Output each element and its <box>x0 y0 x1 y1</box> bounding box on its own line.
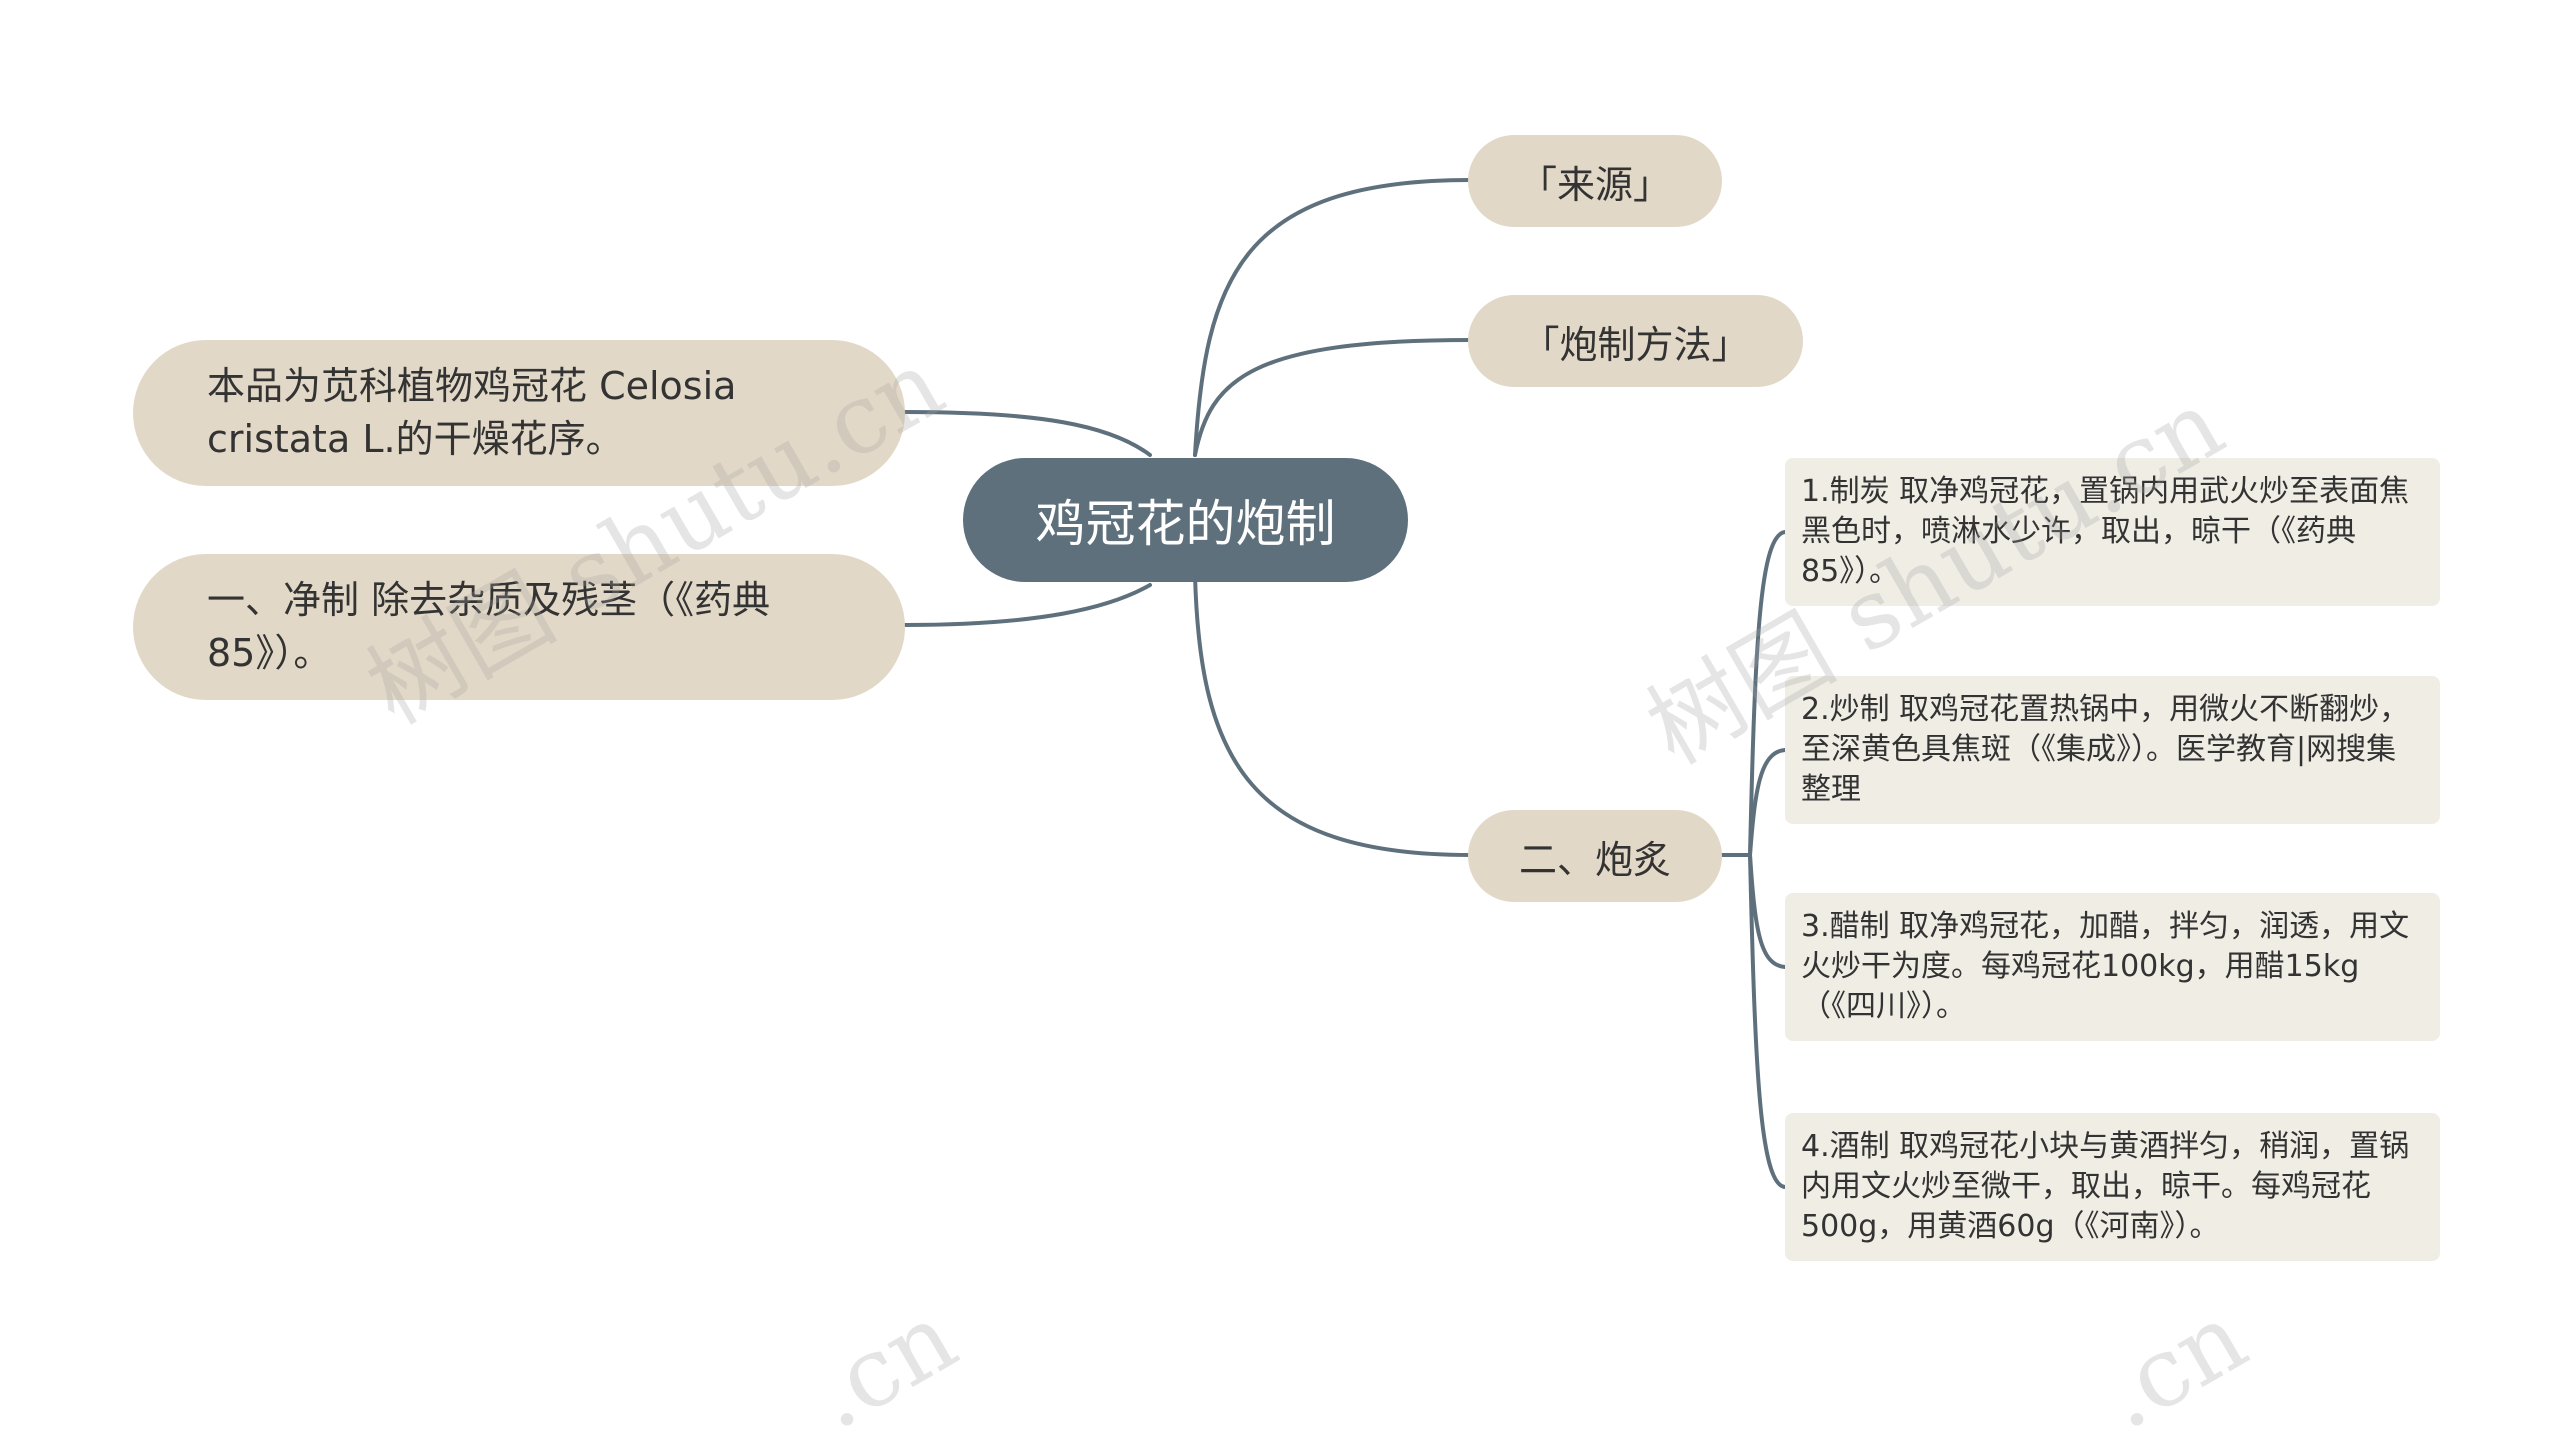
branch-source-label: 「来源」 <box>1518 162 1671 207</box>
link-item-4 <box>1748 853 1787 1189</box>
link-item-2 <box>1748 748 1787 857</box>
processing-item-1-text: 1.制炭 取净鸡冠花，置锅内用武火炒至表面焦黑色时，喷淋水少许，取出，晾干（《药… <box>1801 474 2410 589</box>
processing-item-4[interactable]: 4.酒制 取鸡冠花小块与黄酒拌匀，稍润，置锅内用文火炒至微干，取出，晾干。每鸡冠… <box>1785 1113 2440 1261</box>
processing-item-2[interactable]: 2.炒制 取鸡冠花置热锅中，用微火不断翻炒，至深黄色具焦斑（《集成》）。医学教育… <box>1785 676 2440 824</box>
link-root-method <box>1193 338 1472 457</box>
link-root-source <box>1193 178 1472 457</box>
branch-method-label: 「炮制方法」 <box>1521 322 1750 367</box>
processing-item-3-text: 3.醋制 取净鸡冠花，加醋，拌匀，润透，用文火炒干为度。每鸡冠花100kg，用醋… <box>1801 909 2410 1024</box>
branch-source[interactable]: 「来源」 <box>1468 135 1722 227</box>
link-root-processing <box>1193 573 1472 857</box>
root-node[interactable]: 鸡冠花的炮制 <box>963 458 1408 582</box>
source-detail-text: 本品为苋科植物鸡冠花 Celosia cristata L.的干燥花序。 <box>207 364 737 461</box>
processing-item-4-text: 4.酒制 取鸡冠花小块与黄酒拌匀，稍润，置锅内用文火炒至微干，取出，晾干。每鸡冠… <box>1801 1129 2410 1244</box>
branch-method[interactable]: 「炮制方法」 <box>1468 295 1803 387</box>
connector-lines <box>903 178 1787 1189</box>
branch-cleaning[interactable]: 一、净制 除去杂质及残茎（《药典85》）。 <box>133 554 905 700</box>
link-item-1 <box>1748 530 1787 857</box>
branch-processing[interactable]: 二、炮炙 <box>1468 810 1722 902</box>
branch-processing-label: 二、炮炙 <box>1518 837 1671 882</box>
processing-item-1[interactable]: 1.制炭 取净鸡冠花，置锅内用武火炒至表面焦黑色时，喷淋水少许，取出，晾干（《药… <box>1785 458 2440 606</box>
cleaning-text: 一、净制 除去杂质及残茎（《药典85》）。 <box>207 578 771 675</box>
processing-item-2-text: 2.炒制 取鸡冠花置热锅中，用微火不断翻炒，至深黄色具焦斑（《集成》）。医学教育… <box>1801 692 2410 807</box>
link-item-3 <box>1748 853 1787 969</box>
processing-item-3[interactable]: 3.醋制 取净鸡冠花，加醋，拌匀，润透，用文火炒干为度。每鸡冠花100kg，用醋… <box>1785 893 2440 1041</box>
branch-source-detail[interactable]: 本品为苋科植物鸡冠花 Celosia cristata L.的干燥花序。 <box>133 340 905 486</box>
root-title: 鸡冠花的炮制 <box>1035 495 1336 553</box>
link-root-source-detail <box>903 410 1152 457</box>
link-root-cleaning <box>903 583 1152 627</box>
